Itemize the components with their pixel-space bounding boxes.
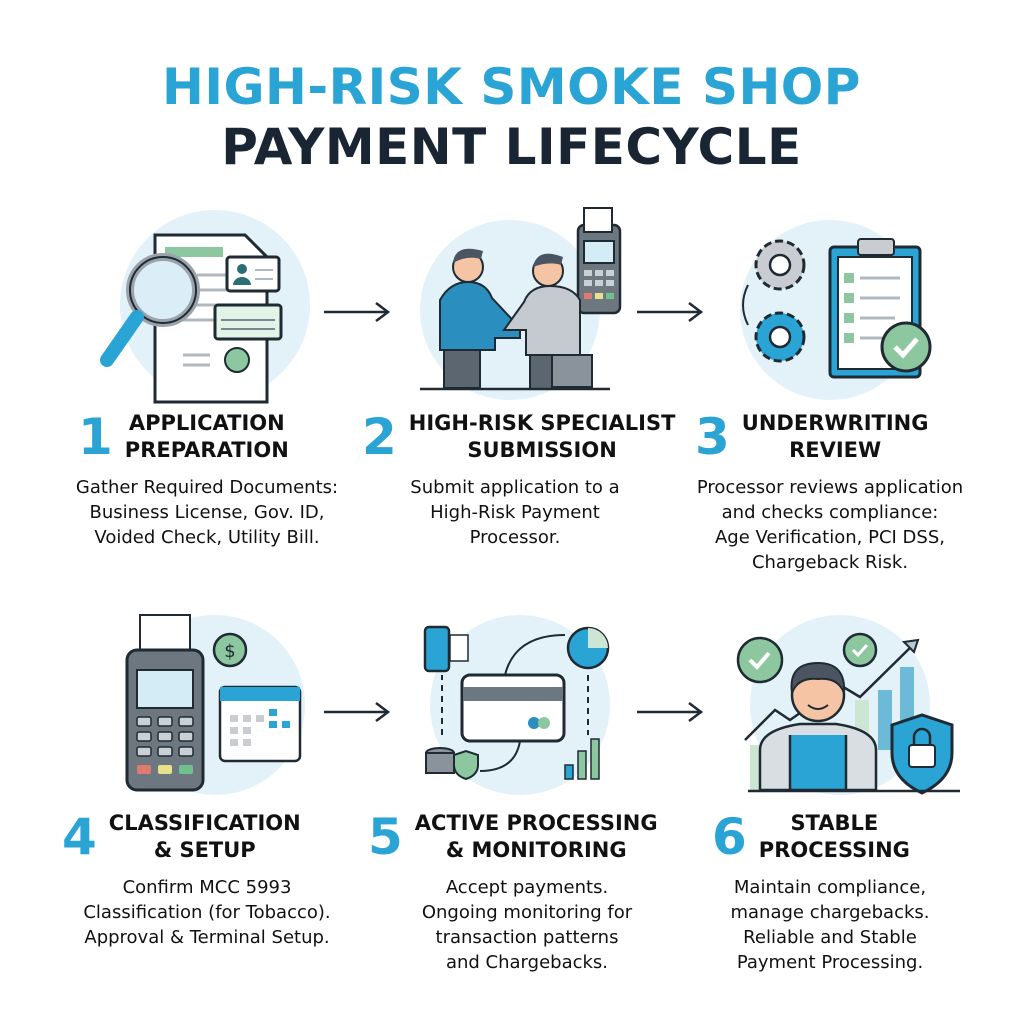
handshake-terminal-icon [420,207,622,400]
svg-text:$: $ [224,641,235,662]
step-1-description: Gather Required Documents:Business Licen… [75,477,339,548]
arrow-right-icon [324,702,391,722]
merchant-shield-growth-icon [736,615,960,795]
step-6-description: Maintain compliance,manage chargebacks.R… [730,877,930,973]
terminal-calendar-icon: $ [125,614,305,795]
title-line-2: PAYMENT LIFECYCLE [221,118,802,176]
step-number: 3 [695,408,730,466]
title-line-1: HIGH-RISK SMOKE SHOP [162,58,861,116]
arrow-right-icon [637,702,704,722]
arrow-right-icon [324,302,391,322]
gears-clipboard-icon [740,220,932,400]
arrow-right-icon [637,302,704,322]
card-cycle-icon [423,615,610,795]
document-magnifier-icon [100,210,310,404]
step-number: 1 [78,408,113,466]
step-number: 6 [712,808,747,866]
step-number: 4 [62,808,97,866]
step-number: 2 [362,408,397,466]
step-number: 5 [368,808,403,866]
step-5-heading: 5 ACTIVE PROCESSING& MONITORING [368,808,658,866]
step-4-heading: 4 CLASSIFICATION& SETUP [62,808,301,866]
